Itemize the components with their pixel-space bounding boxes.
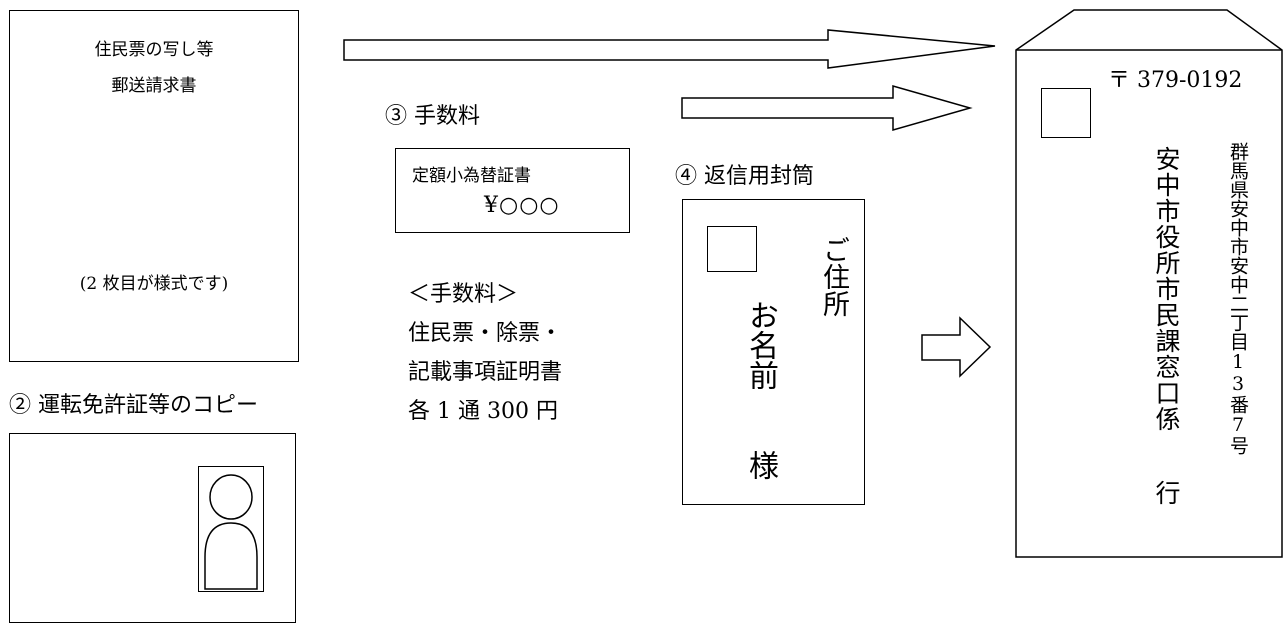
return-stamp-box <box>707 226 757 272</box>
arrow-form-to-envelope <box>343 29 996 69</box>
fee-heading: ＜手数料＞ <box>408 282 519 307</box>
envelope-stamp-box <box>1041 88 1091 138</box>
form-title-line2: 郵送請求書 <box>111 76 197 96</box>
money-order-title: 定額小為替証書 <box>412 166 531 186</box>
envelope-postal-code: 〒 379-0192 <box>1108 68 1243 93</box>
form-note: (2 枚目が様式です) <box>79 274 229 294</box>
return-honorific: 様 <box>743 450 778 480</box>
envelope-suffix: 行 <box>1152 480 1181 505</box>
envelope-address: 群馬県安中市安中二丁目13番7号 <box>1227 142 1249 455</box>
person-icon <box>204 474 258 590</box>
fee-line3: 各 1 通 300 円 <box>408 399 558 424</box>
fee-line2: 記載事項証明書 <box>408 360 563 385</box>
envelope-recipient: 安中市役所市民課窓口係 <box>1152 146 1181 432</box>
arrow-return-to-envelope <box>921 316 992 378</box>
step2-label: ② 運転免許証等のコピー <box>9 393 258 418</box>
money-order-amount: ¥○○○ <box>484 193 560 218</box>
fee-line1: 住民票・除票・ <box>408 321 563 346</box>
return-envelope: ご住所 お名前 様 <box>682 199 865 505</box>
form-title-line1: 住民票の写し等 <box>94 40 214 60</box>
step3-label: ③ 手数料 <box>385 104 480 129</box>
id-copy-sheet <box>9 433 296 623</box>
step4-label: ④ 返信用封筒 <box>675 164 814 189</box>
diagram-shapes <box>343 9 1283 558</box>
id-photo-frame <box>198 466 264 592</box>
return-address: ご住所 <box>818 236 849 317</box>
request-form-sheet: 住民票の写し等 郵送請求書 (2 枚目が様式です) <box>9 10 299 362</box>
arrow-fee-to-envelope <box>681 85 973 131</box>
money-order-box: 定額小為替証書 ¥○○○ <box>395 148 630 233</box>
return-name: お名前 <box>743 300 778 390</box>
